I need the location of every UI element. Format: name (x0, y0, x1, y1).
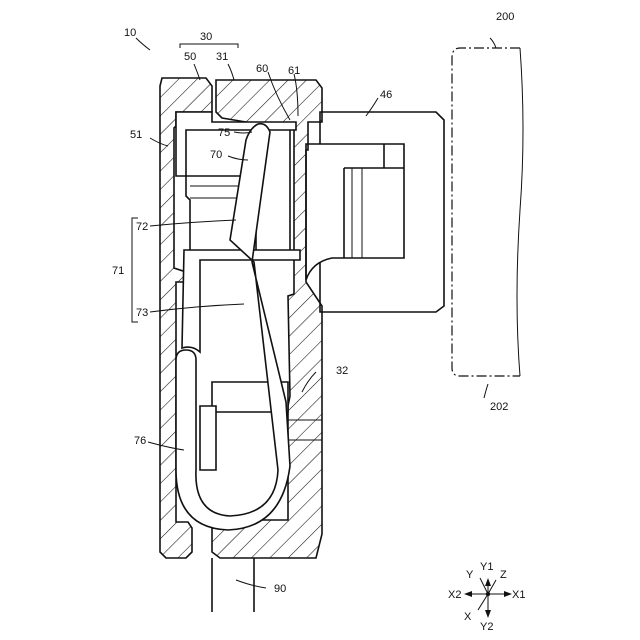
label-46: 46 (380, 89, 392, 101)
axis-label-x2: X2 (448, 589, 461, 601)
label-32: 32 (336, 365, 348, 377)
label-61: 61 (288, 65, 300, 77)
label-75: 75 (218, 127, 230, 139)
label-72: 72 (136, 221, 148, 233)
label-76: 76 (134, 435, 146, 447)
label-70: 70 (210, 149, 222, 161)
axis-label-y: Y (466, 569, 474, 581)
label-31: 31 (216, 51, 228, 63)
axis-label-y2: Y2 (480, 621, 493, 633)
part-46 (306, 112, 444, 312)
label-30: 30 (200, 31, 212, 43)
label-50: 50 (184, 51, 196, 63)
label-73: 73 (136, 307, 148, 319)
device-200-outline (452, 48, 523, 376)
label-51: 51 (130, 129, 142, 141)
label-90: 90 (274, 583, 286, 595)
label-71: 71 (112, 265, 124, 277)
label-202: 202 (490, 401, 508, 413)
label-200: 200 (496, 11, 514, 23)
axis-label-z: Z (500, 569, 507, 581)
axis-label-x: X (464, 611, 472, 623)
cable-90 (212, 558, 254, 612)
label-10: 10 (124, 27, 136, 39)
axis-label-x1: X1 (512, 589, 525, 601)
label-60: 60 (256, 63, 268, 75)
coordinate-axes: Y1 Y Z X2 X1 X Y2 (448, 561, 525, 633)
axis-label-y1: Y1 (480, 561, 493, 573)
